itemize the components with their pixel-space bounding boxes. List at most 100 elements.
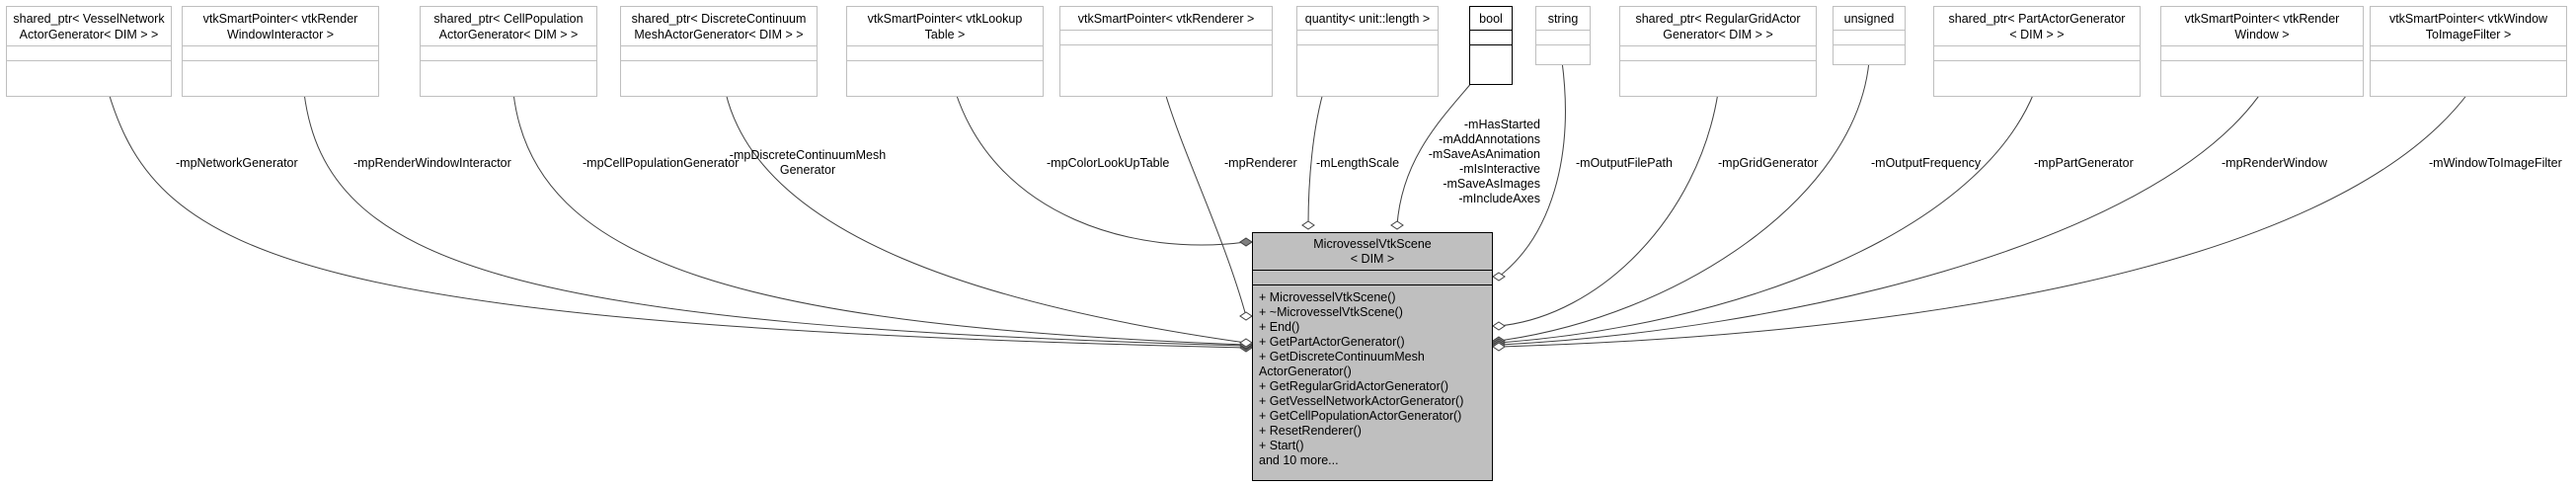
class-attributes-section: [847, 45, 1043, 60]
class-title: vtkSmartPointer< vtkRenderer >: [1077, 12, 1255, 26]
class-title: vtkSmartPointer< vtkLookup Table >: [867, 12, 1023, 41]
aggregation-diamond-6: [1239, 311, 1253, 321]
main-class-operations: + MicrovesselVtkScene()+ ~MicrovesselVtk…: [1253, 284, 1492, 473]
class-box-3: shared_ptr< CellPopulation ActorGenerato…: [420, 6, 597, 97]
class-box-14: vtkSmartPointer< vtkWindow ToImageFilter…: [2370, 6, 2567, 97]
main-class-title: MicrovesselVtkScene < DIM >: [1313, 237, 1432, 266]
edge-label-8: -mHasStarted -mAddAnnotations -mSaveAsAn…: [1428, 118, 1540, 205]
class-attributes-section: [1934, 45, 2140, 60]
association-edge-5: [955, 92, 1247, 246]
edge-label-7: -mLengthScale: [1316, 156, 1400, 170]
association-edge-4: [725, 92, 1247, 344]
class-operations-section: [621, 60, 817, 61]
class-box-7: quantity< unit::length >: [1296, 6, 1439, 97]
edge-label-11: -mOutputFrequency: [1871, 156, 1982, 170]
class-operations-section: [2371, 60, 2566, 61]
class-attributes-section: [1297, 30, 1438, 44]
class-operations-section: [421, 60, 596, 61]
class-attributes-section: [621, 45, 817, 60]
operation-7: + GetVesselNetworkActorGenerator(): [1259, 394, 1464, 408]
class-operations-section: [2161, 60, 2363, 61]
association-edge-13: [1498, 92, 2262, 346]
class-box-8: bool: [1469, 6, 1513, 85]
edge-label-6: -mpRenderer: [1224, 156, 1297, 170]
operation-9: + ResetRenderer(): [1259, 424, 1362, 438]
class-box-2: vtkSmartPointer< vtkRender WindowInterac…: [182, 6, 379, 97]
class-attributes-section: [1536, 30, 1590, 44]
composition-diamond-5: [1239, 237, 1253, 247]
association-edge-8: [1396, 80, 1474, 226]
edge-label-1: -mpNetworkGenerator: [176, 156, 298, 170]
class-attributes-section: [1620, 45, 1816, 60]
class-title: shared_ptr< PartActorGenerator < DIM > >: [1948, 12, 2126, 41]
edge-label-2: -mpRenderWindowInteractor: [353, 156, 511, 170]
class-box-6: vtkSmartPointer< vtkRenderer >: [1059, 6, 1273, 97]
class-title: string: [1547, 12, 1579, 26]
class-title: quantity< unit::length >: [1304, 12, 1431, 26]
operation-1: + MicrovesselVtkScene(): [1259, 290, 1396, 304]
class-title: vtkSmartPointer< vtkWindow ToImageFilter…: [2388, 12, 2548, 41]
class-attributes-section: [7, 45, 171, 60]
aggregation-diamond-8: [1390, 220, 1404, 230]
class-box-4: shared_ptr< DiscreteContinuum MeshActorG…: [620, 6, 818, 97]
class-box-11: unsigned: [1833, 6, 1906, 65]
class-box-12: shared_ptr< PartActorGenerator < DIM > >: [1933, 6, 2141, 97]
class-title: vtkSmartPointer< vtkRender Window >: [2184, 12, 2340, 41]
association-edge-12: [1498, 92, 2035, 344]
aggregation-diamond-7: [1301, 220, 1315, 230]
operation-3: + End(): [1259, 320, 1300, 334]
class-operations-section: [1934, 60, 2140, 61]
class-operations-section: [7, 60, 171, 61]
class-attributes-section: [183, 45, 378, 60]
class-box-13: vtkSmartPointer< vtkRender Window >: [2160, 6, 2364, 97]
operation-8: + GetCellPopulationActorGenerator(): [1259, 409, 1462, 423]
operation-4: + GetPartActorGenerator(): [1259, 335, 1405, 349]
edge-label-12: -mpPartGenerator: [2034, 156, 2134, 170]
class-attributes-section: [1470, 30, 1512, 44]
class-operations-section: [1536, 44, 1590, 45]
association-edge-1: [108, 92, 1247, 349]
class-attributes-section: [1834, 30, 1905, 44]
class-title: unsigned: [1843, 12, 1895, 26]
aggregation-diamond-4: [1239, 338, 1253, 348]
operation-5: + GetDiscreteContinuumMesh ActorGenerato…: [1259, 350, 1425, 378]
class-attributes-section: [2161, 45, 2363, 60]
class-operations-section: [847, 60, 1043, 61]
class-operations-section: [1834, 44, 1905, 45]
class-box-1: shared_ptr< VesselNetwork ActorGenerator…: [6, 6, 172, 97]
association-edge-14: [1498, 92, 2469, 348]
class-title: vtkSmartPointer< vtkRender WindowInterac…: [202, 12, 358, 41]
operation-6: + GetRegularGridActorGenerator(): [1259, 379, 1449, 393]
aggregation-diamond-9: [1492, 272, 1506, 282]
class-attributes-section: [421, 45, 596, 60]
class-title: shared_ptr< CellPopulation ActorGenerato…: [433, 12, 584, 41]
class-title: bool: [1479, 12, 1503, 26]
association-edge-10: [1498, 92, 1719, 327]
edge-label-5: -mpColorLookUpTable: [1047, 156, 1170, 170]
main-class-microvessel-vtk-scene: MicrovesselVtkScene < DIM > + Microvesse…: [1252, 232, 1493, 481]
operation-10: + Start(): [1259, 439, 1304, 452]
association-edge-6: [1164, 92, 1247, 317]
main-class-attributes-section: [1253, 270, 1492, 284]
edge-label-4: -mpDiscreteContinuumMesh Generator: [729, 148, 887, 177]
class-operations-section: [1620, 60, 1816, 61]
association-edge-9: [1498, 60, 1566, 278]
class-attributes-section: [2371, 45, 2566, 60]
edge-label-13: -mpRenderWindow: [2222, 156, 2327, 170]
edge-label-9: -mOutputFilePath: [1576, 156, 1673, 170]
class-box-10: shared_ptr< RegularGridActor Generator< …: [1619, 6, 1817, 97]
association-edge-2: [303, 92, 1247, 347]
class-title: shared_ptr< VesselNetwork ActorGenerator…: [13, 12, 165, 41]
class-title: shared_ptr< DiscreteContinuum MeshActorG…: [631, 12, 807, 41]
operation-11: and 10 more...: [1259, 453, 1339, 467]
association-edge-3: [512, 92, 1247, 346]
edge-label-10: -mpGridGenerator: [1718, 156, 1819, 170]
aggregation-diamond-10: [1492, 321, 1506, 331]
association-edge-7: [1307, 92, 1324, 226]
class-box-5: vtkSmartPointer< vtkLookup Table >: [846, 6, 1044, 97]
aggregation-diamond-14: [1492, 342, 1506, 352]
class-box-9: string: [1535, 6, 1591, 65]
class-title: shared_ptr< RegularGridActor Generator< …: [1635, 12, 1801, 41]
operation-2: + ~MicrovesselVtkScene(): [1259, 305, 1403, 319]
